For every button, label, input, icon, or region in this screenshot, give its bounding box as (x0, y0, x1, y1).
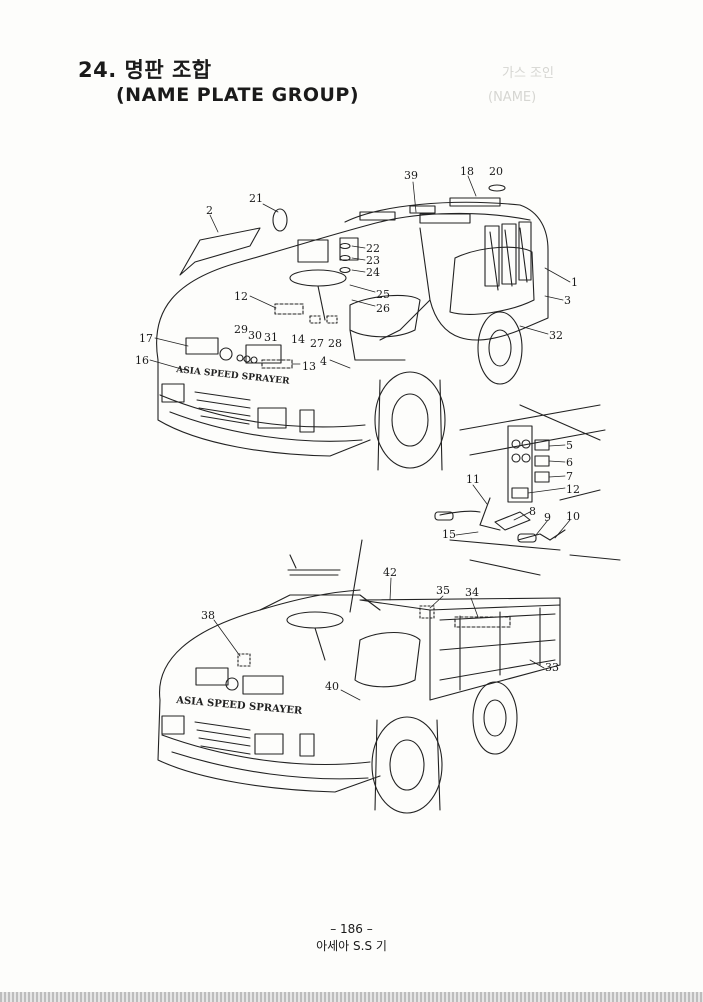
callout-35: 35 (436, 584, 450, 597)
truck-vehicle-illustration (158, 540, 560, 813)
callout-9: 9 (544, 511, 551, 524)
callout-28: 28 (328, 337, 342, 350)
page-number: – 186 – (330, 922, 373, 936)
callout-40: 40 (325, 680, 339, 693)
page-title: 24. 명판 조합 (78, 58, 212, 82)
callout-14: 14 (291, 333, 305, 346)
callout-33: 33 (545, 661, 559, 674)
callout-17: 17 (139, 332, 153, 345)
callout-42: 42 (383, 566, 397, 579)
callout-7: 7 (566, 470, 573, 483)
callout-8: 8 (529, 505, 536, 518)
callout-24: 24 (366, 266, 380, 279)
callout-5: 5 (566, 439, 573, 452)
callout-29: 29 (234, 323, 248, 336)
callout-16: 16 (135, 354, 149, 367)
sprayer-vehicle-illustration (157, 185, 548, 470)
callout-18: 18 (460, 165, 474, 178)
callout-6: 6 (566, 456, 573, 469)
bleed-through-text: (NAME) (488, 90, 537, 105)
callout-26: 26 (376, 302, 390, 315)
callout-21: 21 (249, 192, 263, 205)
callout-4: 4 (320, 355, 327, 368)
callout-22: 22 (366, 242, 380, 255)
callout-34: 34 (465, 586, 479, 599)
callout-10: 10 (566, 510, 580, 523)
callout-27: 27 (310, 337, 324, 350)
callout-3: 3 (564, 294, 571, 307)
callout-20: 20 (489, 165, 503, 178)
page-subtitle: (NAME PLATE GROUP) (116, 84, 360, 106)
callout-39: 39 (404, 169, 418, 182)
callout-32: 32 (549, 329, 563, 342)
callout-25: 25 (376, 288, 390, 301)
bottom-plate-text: ASIA SPEED SPRAYER (175, 695, 304, 717)
footer-text: 아세아 S.S 기 (316, 939, 387, 953)
callout-23: 23 (366, 254, 380, 267)
callout-30: 30 (248, 329, 262, 342)
callout-12: 12 (234, 290, 248, 303)
callout-1: 1 (571, 276, 578, 289)
callout-31: 31 (264, 331, 278, 344)
bleed-through-text: 가스 조인 (502, 66, 554, 81)
callout-15: 15 (442, 528, 456, 541)
callout-13: 13 (302, 360, 316, 373)
scan-edge (0, 992, 703, 1002)
callout-38: 38 (201, 609, 215, 622)
control-panel-detail (435, 405, 620, 575)
callout-11: 11 (466, 473, 480, 486)
callout-2: 2 (206, 204, 213, 217)
callout-12b: 12 (566, 483, 580, 496)
